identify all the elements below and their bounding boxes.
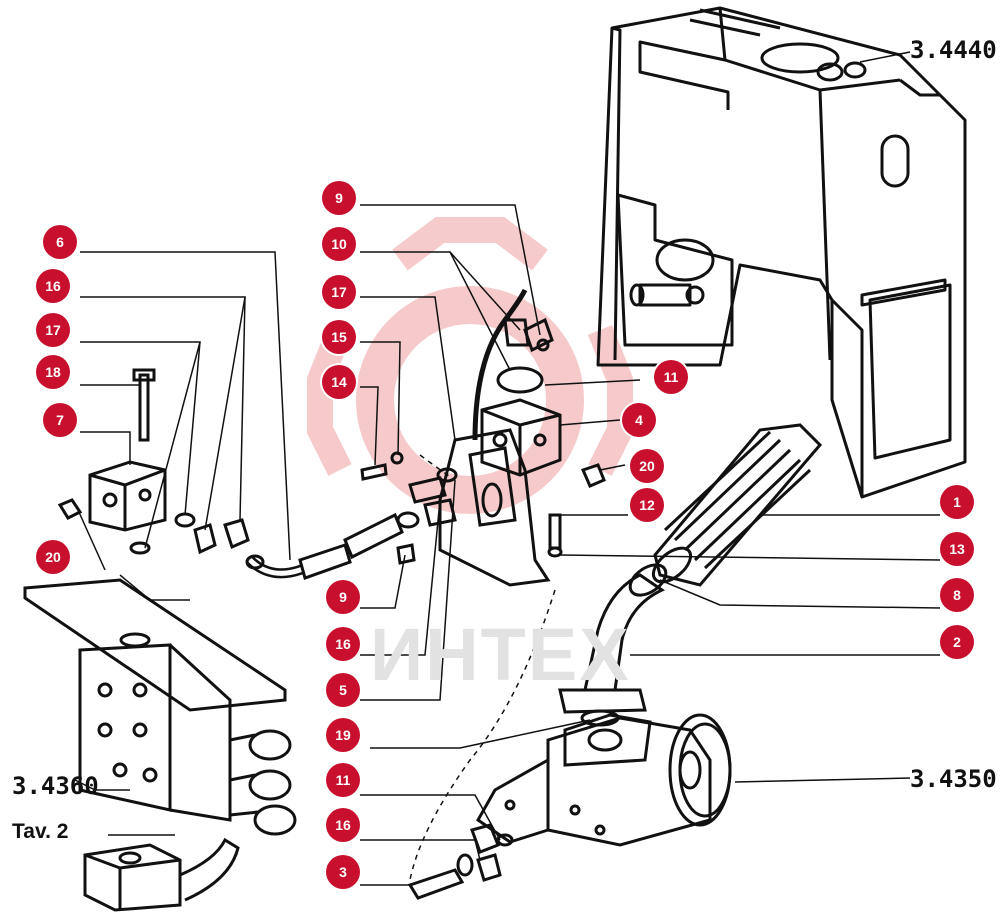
callout-part-12[interactable]: 12 — [630, 488, 664, 522]
ref-pump-unit[interactable]: 3.4350 — [910, 765, 997, 793]
bellows-hose — [651, 423, 823, 587]
callout-part-16[interactable]: 16 — [326, 627, 360, 661]
callout-part-17[interactable]: 17 — [36, 313, 70, 347]
callout-part-5[interactable]: 5 — [326, 673, 360, 707]
ref-top-unit[interactable]: 3.4440 — [910, 36, 997, 64]
ref-table[interactable]: Tav. 2 — [12, 820, 69, 843]
small-block — [57, 368, 250, 555]
callout-part-3[interactable]: 3 — [326, 855, 360, 889]
callout-part-14[interactable]: 14 — [322, 365, 356, 399]
callout-part-8[interactable]: 8 — [940, 578, 974, 612]
callout-part-6[interactable]: 6 — [43, 225, 77, 259]
middle-fittings — [360, 451, 606, 565]
callout-part-2[interactable]: 2 — [940, 625, 974, 659]
callout-part-10[interactable]: 10 — [322, 227, 356, 261]
callout-part-19[interactable]: 19 — [326, 718, 360, 752]
bottom-fittings — [407, 823, 514, 900]
callout-part-13[interactable]: 13 — [940, 532, 974, 566]
callout-part-4[interactable]: 4 — [622, 403, 656, 437]
callout-part-1[interactable]: 1 — [940, 485, 974, 519]
leader-lines — [74, 51, 941, 886]
watermark-text: ИНТЕХ — [370, 613, 631, 696]
valve-block-bracket — [438, 288, 562, 587]
callout-part-9[interactable]: 9 — [326, 580, 360, 614]
callout-part-17[interactable]: 17 — [322, 275, 356, 309]
callout-part-11[interactable]: 11 — [326, 763, 360, 797]
hose-assembly — [245, 511, 420, 580]
tank-cabinet — [596, 6, 967, 499]
callout-part-16[interactable]: 16 — [36, 269, 70, 303]
callout-part-20[interactable]: 20 — [630, 449, 664, 483]
manifold-assembly — [23, 578, 297, 912]
callout-part-7[interactable]: 7 — [43, 403, 77, 437]
watermark-gear-icon — [307, 217, 633, 514]
pump-body — [476, 713, 732, 847]
callout-part-20[interactable]: 20 — [36, 540, 70, 574]
ref-valve-block[interactable]: 3.4360 — [12, 772, 99, 800]
callout-part-15[interactable]: 15 — [322, 320, 356, 354]
callout-part-16[interactable]: 16 — [326, 808, 360, 842]
callout-part-9[interactable]: 9 — [322, 181, 356, 215]
callout-part-18[interactable]: 18 — [36, 355, 70, 389]
callout-part-11[interactable]: 11 — [654, 360, 688, 394]
